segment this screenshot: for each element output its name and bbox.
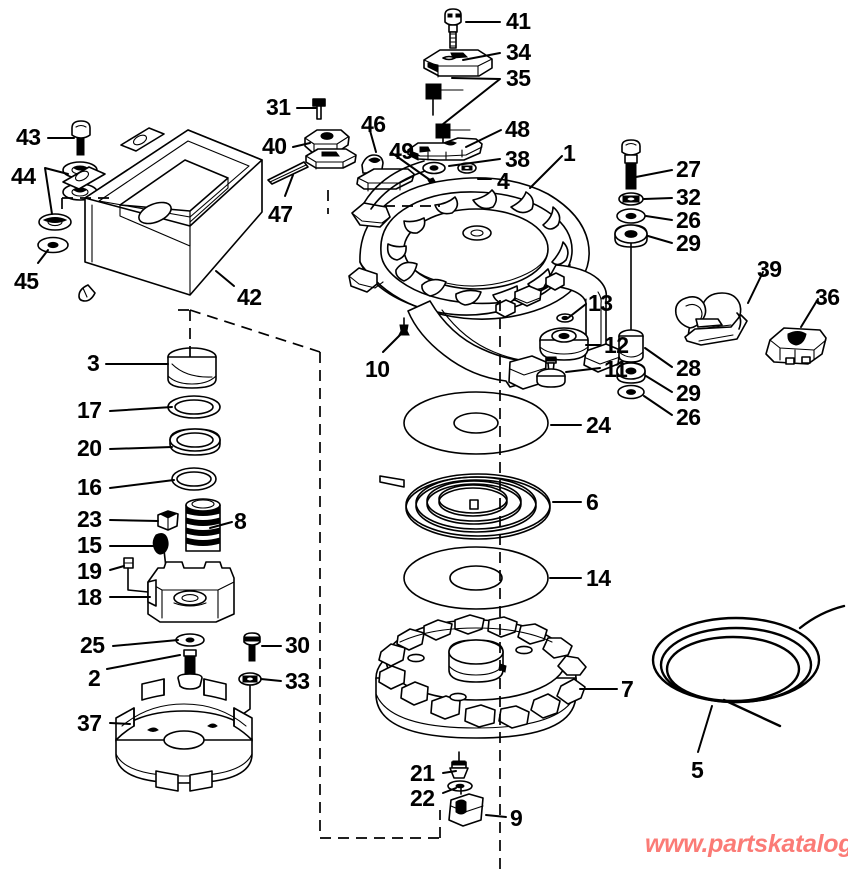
part-48-lever [407,137,483,161]
callout-12[interactable]: 12 [604,332,629,358]
callout-30[interactable]: 30 [285,632,310,658]
part-7-rope-pulley [375,614,587,739]
callout-21[interactable]: 21 [410,760,435,786]
part-36-clip [765,327,827,365]
callout-29b[interactable]: 29 [676,380,701,406]
part-43-bolt [71,120,91,156]
callout-10[interactable]: 10 [365,356,390,382]
part-37-starter-cup [115,678,253,792]
callout-28[interactable]: 28 [676,355,701,381]
callout-47[interactable]: 47 [268,201,293,227]
part-21-fastener [449,751,469,779]
callout-29[interactable]: 29 [676,230,701,256]
part-9-anchor [448,785,484,827]
callout-22[interactable]: 22 [410,785,435,811]
callout-3[interactable]: 3 [87,350,100,376]
part-17-seal [167,395,221,419]
part-26-washer [616,208,646,224]
callout-48[interactable]: 48 [505,116,530,142]
callout-15[interactable]: 15 [77,532,102,558]
callout-42[interactable]: 42 [237,284,262,310]
part-19-clip [123,557,149,593]
callout-31[interactable]: 31 [266,94,291,120]
part-31-bolt [312,98,326,120]
callout-33[interactable]: 33 [285,668,310,694]
callout-45[interactable]: 45 [14,268,39,294]
callout-38[interactable]: 38 [505,146,530,172]
dashed-guide-lines [61,190,501,874]
part-25-washer [175,633,205,647]
part-24-disc [403,391,549,455]
part-2-bolt [177,649,203,690]
callout-18[interactable]: 18 [77,584,102,610]
callout-9[interactable]: 9 [510,805,523,831]
part-44-washers [38,161,98,231]
part-32-nut [618,192,644,206]
callout-20[interactable]: 20 [77,435,102,461]
part-41-bolt [444,8,462,49]
part-27-bolt [621,139,641,190]
part-38-washer [422,161,446,175]
part-47-rod [267,148,357,185]
callout-26[interactable]: 26 [676,207,701,233]
callout-19[interactable]: 19 [77,558,102,584]
callout-16[interactable]: 16 [77,474,102,500]
part-42-tank-box [62,127,263,302]
part-40-plate [304,129,350,154]
callout-39[interactable]: 39 [757,256,782,282]
part-6-recoil-spring [379,473,551,540]
part-15-pin [152,533,169,569]
callout-32[interactable]: 32 [676,184,701,210]
callout-43[interactable]: 43 [16,124,41,150]
part-20-seal [169,428,221,456]
part-23-pawl [157,510,179,531]
part-12-bushing [539,327,589,361]
callout-40[interactable]: 40 [262,133,287,159]
part-30-bolt [243,632,261,662]
callout-13[interactable]: 13 [588,290,613,316]
callout-49[interactable]: 49 [389,138,414,164]
callout-6[interactable]: 6 [586,489,599,515]
callout-34[interactable]: 34 [506,39,531,65]
part-11-bolt [536,356,566,388]
part-8-spring [185,498,221,552]
callout-41[interactable]: 41 [506,8,531,34]
callout-5[interactable]: 5 [691,757,704,783]
part-45-washer [37,236,69,254]
callout-14[interactable]: 14 [586,565,611,591]
callout-24[interactable]: 24 [586,412,611,438]
callout-11[interactable]: 11 [604,356,628,382]
callout-1[interactable]: 1 [563,140,576,166]
part-1-recoil-housing [348,160,621,390]
callout-25[interactable]: 25 [80,632,105,658]
part-4-washer [457,162,477,174]
part-28-spacer [618,329,644,363]
part-3-cup [167,347,217,389]
part-39-handle [674,292,748,346]
callout-23[interactable]: 23 [77,506,102,532]
callout-35[interactable]: 35 [506,65,531,91]
part-29b-nut [616,362,646,384]
callout-7[interactable]: 7 [621,676,634,702]
callout-27[interactable]: 27 [676,156,701,182]
callout-37[interactable]: 37 [77,710,102,736]
part-5-starter-rope [651,604,846,728]
callout-17[interactable]: 17 [77,397,102,423]
callout-4[interactable]: 4 [497,168,510,194]
callout-36[interactable]: 36 [815,284,840,310]
part-26b-washer [617,384,645,400]
callout-2[interactable]: 2 [88,665,101,691]
callout-44[interactable]: 44 [11,163,36,189]
part-14-disc [403,546,549,610]
part-34-plate [423,49,493,78]
callout-8[interactable]: 8 [234,508,247,534]
part-16-oring [171,467,217,491]
callout-26b[interactable]: 26 [676,404,701,430]
part-18-body [147,561,235,623]
callout-46[interactable]: 46 [361,111,386,137]
callout-leaders [37,21,819,818]
